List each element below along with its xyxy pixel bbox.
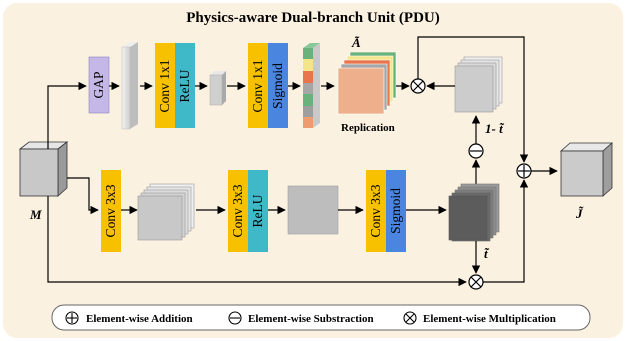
input-label: M <box>29 207 42 222</box>
bottom-feature-stack-1 <box>137 183 195 241</box>
top-sigmoid-block <box>268 43 288 128</box>
wire-mult-top-to-add <box>417 36 529 163</box>
wire-input-to-bottom-conv <box>67 177 99 215</box>
wire-input-to-gap <box>47 81 87 149</box>
output-cube <box>559 142 614 197</box>
gap-output-bar <box>121 42 138 130</box>
legend-sub-label: Element-wise Substraction <box>248 313 374 325</box>
bottom-conv1-label: Conv 3x3 <box>103 184 118 237</box>
replication-label: Replication <box>341 122 395 134</box>
replicated-a-stack <box>337 51 397 115</box>
top-conv1-block <box>155 43 175 128</box>
add-operator <box>516 163 532 179</box>
one-minus-t-label: 1- t̃ <box>485 121 505 136</box>
legend-box <box>51 304 591 331</box>
bottom-relu-block <box>248 170 268 252</box>
bottom-sigmoid-block <box>386 170 406 252</box>
a-tilde-label: Ã <box>351 35 361 50</box>
multiply-top-operator <box>410 78 426 94</box>
top-conv2-label: Conv 1x1 <box>250 60 265 113</box>
bottom-feature-block-2 <box>287 185 339 235</box>
bottom-conv2-block <box>228 170 248 252</box>
legend-add-label: Element-wise Addition <box>86 313 193 325</box>
attention-strip <box>303 43 320 128</box>
diagram-title: Physics-aware Dual-branch Unit (PDU) <box>186 10 439 26</box>
top-conv2-block <box>248 43 268 128</box>
output-label: J̃ <box>575 206 584 221</box>
legend-mult-icon <box>403 311 417 325</box>
bottom-relu-label: ReLU <box>250 194 265 227</box>
multiply-bottom-operator <box>468 274 484 290</box>
top-relu-label: ReLU <box>177 69 192 102</box>
input-cube <box>18 141 69 197</box>
legend-mult-label: Element-wise Multiplication <box>423 313 556 325</box>
subtract-operator <box>468 143 484 159</box>
t-tilde-label: t̃ <box>484 246 490 261</box>
top-sigmoid-label: Sigmoid <box>270 63 285 109</box>
t-stack <box>448 183 500 242</box>
bottom-conv3-label: Conv 3x3 <box>368 184 383 237</box>
gap-block <box>88 56 110 114</box>
bottom-conv3-block <box>366 170 386 252</box>
legend-sub-icon <box>228 311 242 325</box>
wire-input-to-mult-bottom <box>47 196 467 287</box>
bottom-conv1-block <box>101 170 121 252</box>
wire-mult-bottom-to-add <box>483 179 529 283</box>
gap-label: GAP <box>91 71 106 98</box>
squeezed-feature-block <box>209 71 226 106</box>
top-conv1-label: Conv 1x1 <box>157 60 172 113</box>
bottom-sigmoid-label: Sigmoid <box>388 188 403 234</box>
top-relu-block <box>175 43 195 128</box>
one-minus-t-stack <box>454 56 503 113</box>
bottom-conv2-label: Conv 3x3 <box>230 184 245 237</box>
legend-add-icon <box>65 311 79 325</box>
